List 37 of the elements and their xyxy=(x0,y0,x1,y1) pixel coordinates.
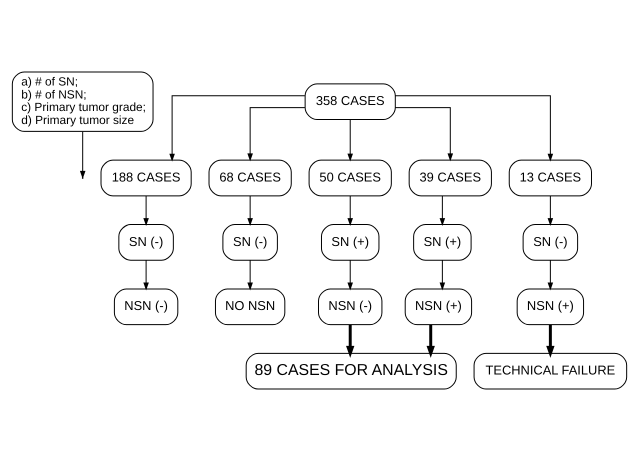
arrow xyxy=(440,195,446,226)
arrow xyxy=(548,260,554,290)
arrow xyxy=(546,324,555,358)
node-box: NO NSN xyxy=(214,288,286,326)
arrow xyxy=(394,95,554,162)
arrow xyxy=(247,195,253,226)
arrow xyxy=(395,107,454,162)
node-box: SN (-) xyxy=(118,224,174,261)
arrow xyxy=(347,195,353,226)
node-box: SN (+) xyxy=(320,224,380,261)
node-box: 39 CASES xyxy=(408,160,492,196)
node-box: NSN (+) xyxy=(404,288,472,326)
node-box: NSN (-) xyxy=(318,288,382,326)
arrow xyxy=(143,195,149,226)
arrow xyxy=(548,195,554,226)
node-box: 358 CASES xyxy=(304,83,396,120)
node-box: TECHNICAL FAILURE xyxy=(474,352,628,390)
arrow xyxy=(169,95,306,162)
node-box: NSN (-) xyxy=(114,288,178,326)
node-box: SN (+) xyxy=(413,224,472,261)
node-box: 50 CASES xyxy=(308,160,392,196)
arrow xyxy=(143,260,149,290)
arrow xyxy=(347,260,353,290)
arrow xyxy=(426,324,435,358)
arrow xyxy=(247,260,253,290)
node-box: SN (-) xyxy=(522,224,578,261)
arrow xyxy=(440,260,446,290)
arrow xyxy=(347,119,353,162)
node-box: 188 CASES xyxy=(100,160,192,196)
node-box: a) # of SN; b) # of NSN; c) Primary tumor grade; d) Primary tumor size xyxy=(12,71,154,132)
node-box: SN (-) xyxy=(222,224,278,261)
arrow xyxy=(346,324,354,358)
arrow xyxy=(247,107,306,162)
node-box: 68 CASES xyxy=(208,160,292,196)
node-box: 89 CASES FOR ANALYSIS xyxy=(246,352,457,390)
node-box: NSN (+) xyxy=(516,288,584,326)
node-box: 13 CASES xyxy=(508,160,592,196)
